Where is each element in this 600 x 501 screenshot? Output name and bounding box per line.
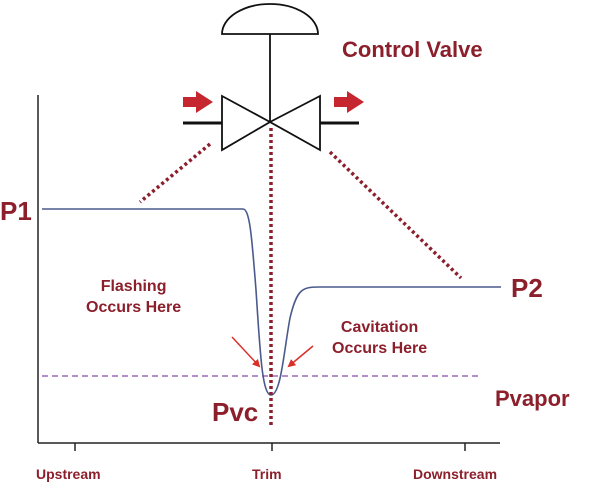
cavitation-annotation: Cavitation Occurs Here <box>332 317 427 359</box>
cavitation-arrow-icon <box>287 345 314 368</box>
cavitation-annotation-line2: Occurs Here <box>332 340 428 357</box>
flashing-annotation-line2: Occurs Here <box>86 299 182 316</box>
outlet-flow-arrow-icon <box>334 91 364 113</box>
pvc-label: Pvc <box>212 397 259 427</box>
x-label-upstream: Upstream <box>36 466 101 482</box>
flashing-annotation: Flashing Occurs Here <box>86 276 181 318</box>
control-valve-icon <box>183 3 364 152</box>
p2-label: P2 <box>511 273 543 303</box>
flashing-annotation-line1: Flashing <box>100 278 167 295</box>
diagram-title: Control Valve <box>342 37 483 62</box>
actuator-dome <box>221 3 319 35</box>
flashing-arrow-icon <box>231 336 261 368</box>
inlet-flow-arrow-icon <box>183 91 213 113</box>
valve-body-left <box>221 94 272 152</box>
connector-right <box>328 150 463 280</box>
pvapor-label: Pvapor <box>495 386 570 411</box>
connector-left <box>138 142 212 204</box>
p1-label: P1 <box>0 196 32 226</box>
x-label-downstream: Downstream <box>413 466 498 482</box>
cavitation-annotation-line1: Cavitation <box>340 319 419 336</box>
valve-body-right <box>268 94 321 152</box>
x-label-trim: Trim <box>252 466 282 482</box>
